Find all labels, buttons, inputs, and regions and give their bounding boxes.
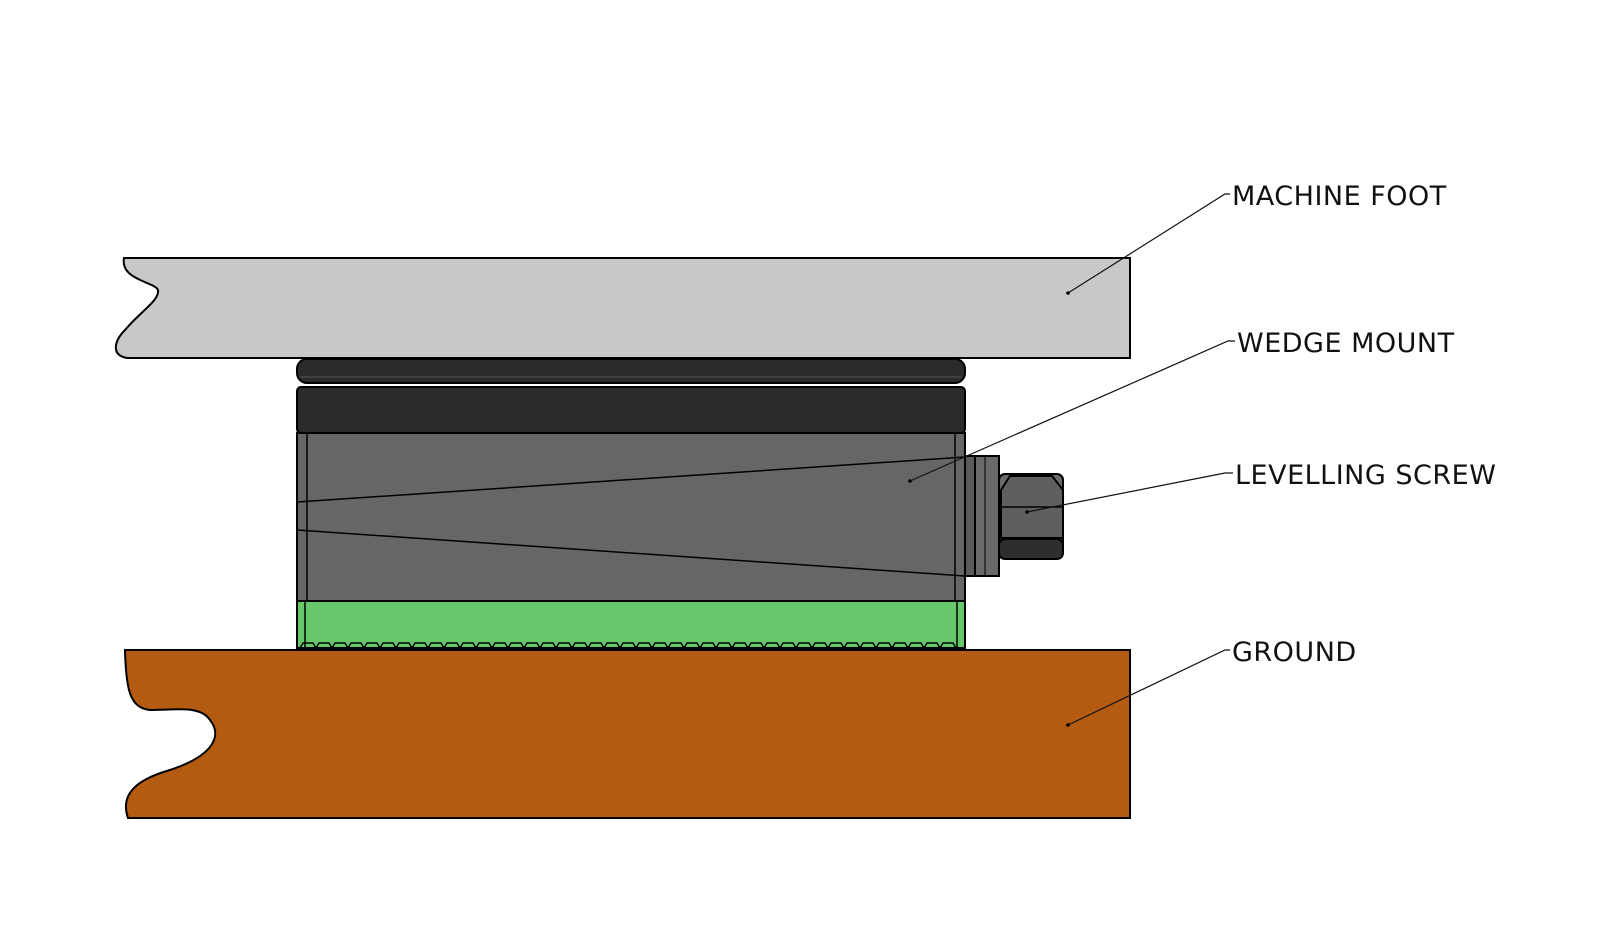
leader-levelling-screw [1026,472,1233,513]
label-ground: GROUND [1232,637,1357,668]
leader-machine-foot [1067,193,1230,294]
wedge-upper-line [296,456,966,503]
leader-ground [1067,649,1230,726]
leader-wedge-mount [909,340,1235,482]
pad-teeth-outline [299,642,957,650]
base-pad-teeth [299,642,957,650]
label-levelling-screw: LEVELLING SCREW [1235,460,1496,491]
machine-foot-block [114,257,1131,359]
wedge-lower-line [296,529,966,577]
wedge-mount-body [296,432,966,602]
label-machine-foot: MACHINE FOOT [1232,181,1447,212]
levelling-screw [964,455,1064,577]
label-wedge-mount: WEDGE MOUNT [1237,328,1455,359]
top-plates [296,358,966,434]
base-pad [296,599,966,650]
ground-block [123,649,1131,819]
